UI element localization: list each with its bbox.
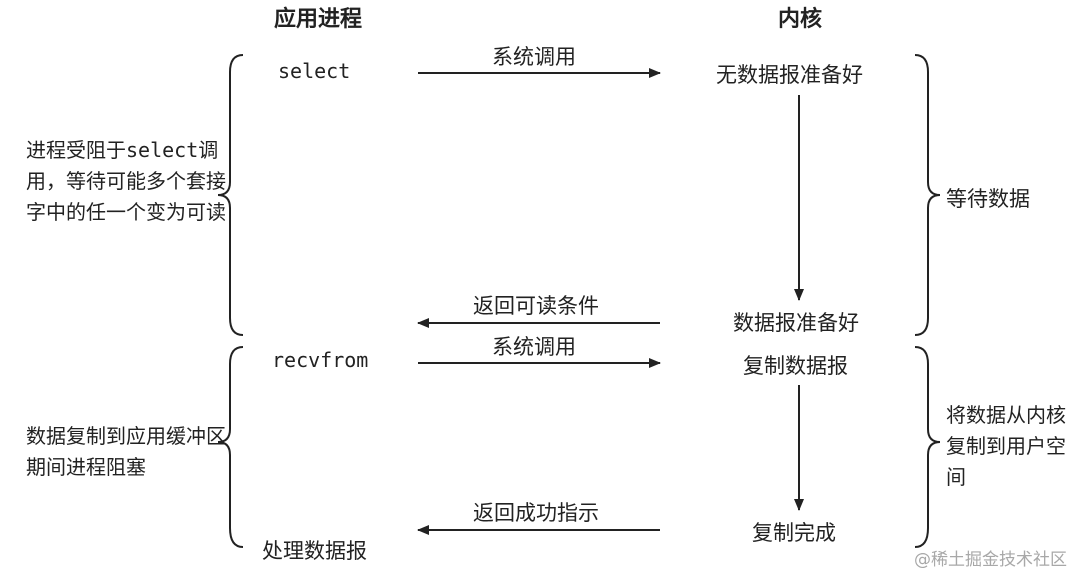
recvfrom-call-label: recvfrom <box>272 348 369 372</box>
note-blocked-rest: 调用，等待可能多个套接字中的任一个变为可读 <box>26 138 226 224</box>
note-wait-for-data: 等待数据 <box>946 187 1030 211</box>
return-readable-label: 返回可读条件 <box>473 294 599 318</box>
process-datagram-label: 处理数据报 <box>262 539 367 563</box>
note-blocked-code: select <box>126 138 199 162</box>
kernel-datagram-ready: 数据报准备好 <box>733 311 859 335</box>
left-brace-select <box>217 54 244 336</box>
header-app-process: 应用进程 <box>274 7 363 32</box>
return-success-label: 返回成功指示 <box>473 501 599 525</box>
right-brace-wait <box>914 54 941 336</box>
note-copy-to-user: 将数据从内核复制到用户空间 <box>946 403 1066 489</box>
syscall-label-2: 系统调用 <box>492 335 576 359</box>
header-kernel: 内核 <box>778 7 823 32</box>
note-blocked-prefix: 进程受阻于 <box>26 138 126 162</box>
left-brace-copy <box>217 346 244 548</box>
select-call-label: select <box>278 59 351 83</box>
kernel-copy-datagram: 复制数据报 <box>743 354 848 378</box>
note-blocked-on-select: 进程受阻于select调用，等待可能多个套接字中的任一个变为可读 <box>26 135 226 228</box>
watermark-text: @稀土掘金技术社区 <box>914 550 1067 570</box>
note-blocked-during-copy: 数据复制到应用缓冲区期间进程阻塞 <box>26 424 226 479</box>
kernel-no-datagram-ready: 无数据报准备好 <box>716 63 863 87</box>
syscall-label-1: 系统调用 <box>492 45 576 69</box>
kernel-copy-complete: 复制完成 <box>752 521 836 545</box>
right-brace-copy <box>914 346 941 548</box>
